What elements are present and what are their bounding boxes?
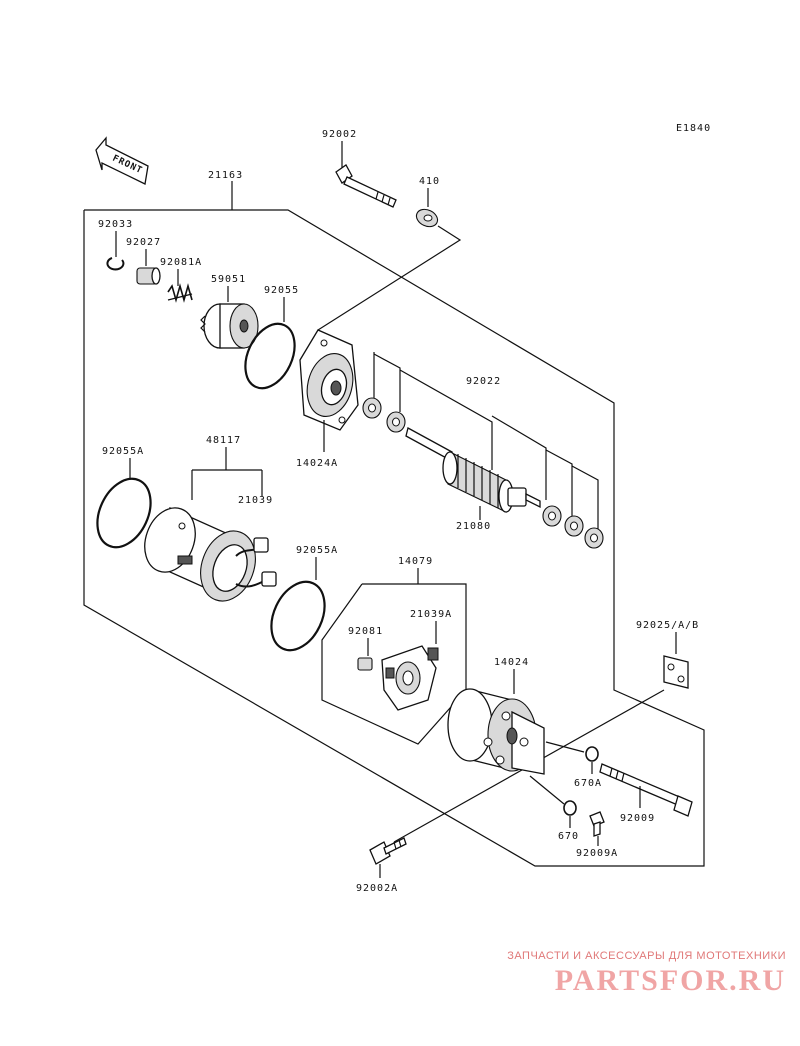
- part-label-92027: 92027: [126, 237, 161, 248]
- watermark-tagline: ЗАПЧАСТИ И АКСЕССУАРЫ ДЛЯ МОТОТЕХНИКИ: [507, 950, 786, 962]
- part-label-59051: 59051: [211, 274, 246, 285]
- part-label-92002: 92002: [322, 129, 357, 140]
- o-ring-670: [563, 800, 577, 816]
- front-cover-14024a: [299, 329, 359, 431]
- bolt-92002: [335, 164, 397, 208]
- part-label-21080: 21080: [456, 521, 491, 532]
- part-label-92055a-left: 92055A: [102, 446, 144, 457]
- part-label-92081a: 92081A: [160, 257, 202, 268]
- part-label-92009a: 92009A: [576, 848, 618, 859]
- part-label-14024a: 14024A: [296, 458, 338, 469]
- part-label-92055: 92055: [264, 285, 299, 296]
- front-arrow-icon: FRONT: [95, 136, 149, 185]
- part-label-21039a: 21039A: [410, 609, 452, 620]
- watermark-logo: PARTSFOR.RU: [554, 964, 786, 997]
- part-label-410: 410: [419, 176, 440, 187]
- rear-cover-14024: [447, 688, 545, 775]
- part-label-92022: 92022: [466, 376, 501, 387]
- part-label-92002a: 92002A: [356, 883, 398, 894]
- circlip-92033: [106, 257, 125, 271]
- part-label-14024: 14024: [494, 657, 529, 668]
- armature-21080: [405, 427, 541, 513]
- brush-holder-21039a: [381, 645, 439, 711]
- part-label-21039: 21039: [238, 495, 273, 506]
- bracket-92025: [663, 655, 689, 689]
- shim-92022-5: [584, 527, 604, 549]
- lead-wire-21039: [235, 537, 277, 588]
- o-ring-92055a-left: [96, 477, 152, 549]
- brush-spring-92081: [357, 657, 373, 671]
- diagram-code: E1840: [676, 123, 711, 134]
- bushing-92027: [136, 267, 161, 285]
- part-label-670: 670: [558, 831, 579, 842]
- o-ring-670a: [585, 746, 599, 762]
- shim-92022-4: [564, 515, 584, 537]
- part-label-92033: 92033: [98, 219, 133, 230]
- part-label-14079: 14079: [398, 556, 433, 567]
- shim-92022-3: [542, 505, 562, 527]
- assembly-outline-21163: [83, 209, 705, 867]
- watermark: ЗАПЧАСТИ И АКСЕССУАРЫ ДЛЯ МОТОТЕХНИКИ PA…: [507, 950, 786, 998]
- part-label-92055a-right: 92055A: [296, 545, 338, 556]
- screw-92009a: [589, 811, 605, 837]
- bolt-92002a: [369, 837, 407, 865]
- part-label-92009: 92009: [620, 813, 655, 824]
- group-outline-14079: [321, 583, 467, 745]
- spring-92081a: [167, 283, 193, 303]
- bolt-92009: [599, 763, 693, 817]
- part-label-92025: 92025/A/B: [636, 620, 699, 631]
- shim-92022-2: [386, 411, 406, 433]
- part-label-21163: 21163: [208, 170, 243, 181]
- yoke-48117: [144, 506, 256, 602]
- part-label-48117: 48117: [206, 435, 241, 446]
- washer-410: [415, 208, 439, 228]
- o-ring-92055a-right: [270, 580, 326, 652]
- part-label-92081: 92081: [348, 626, 383, 637]
- part-label-670a: 670A: [574, 778, 602, 789]
- o-ring-92055: [244, 322, 296, 390]
- shim-92022-1: [362, 397, 382, 419]
- clutch-gear-59051: [200, 303, 259, 349]
